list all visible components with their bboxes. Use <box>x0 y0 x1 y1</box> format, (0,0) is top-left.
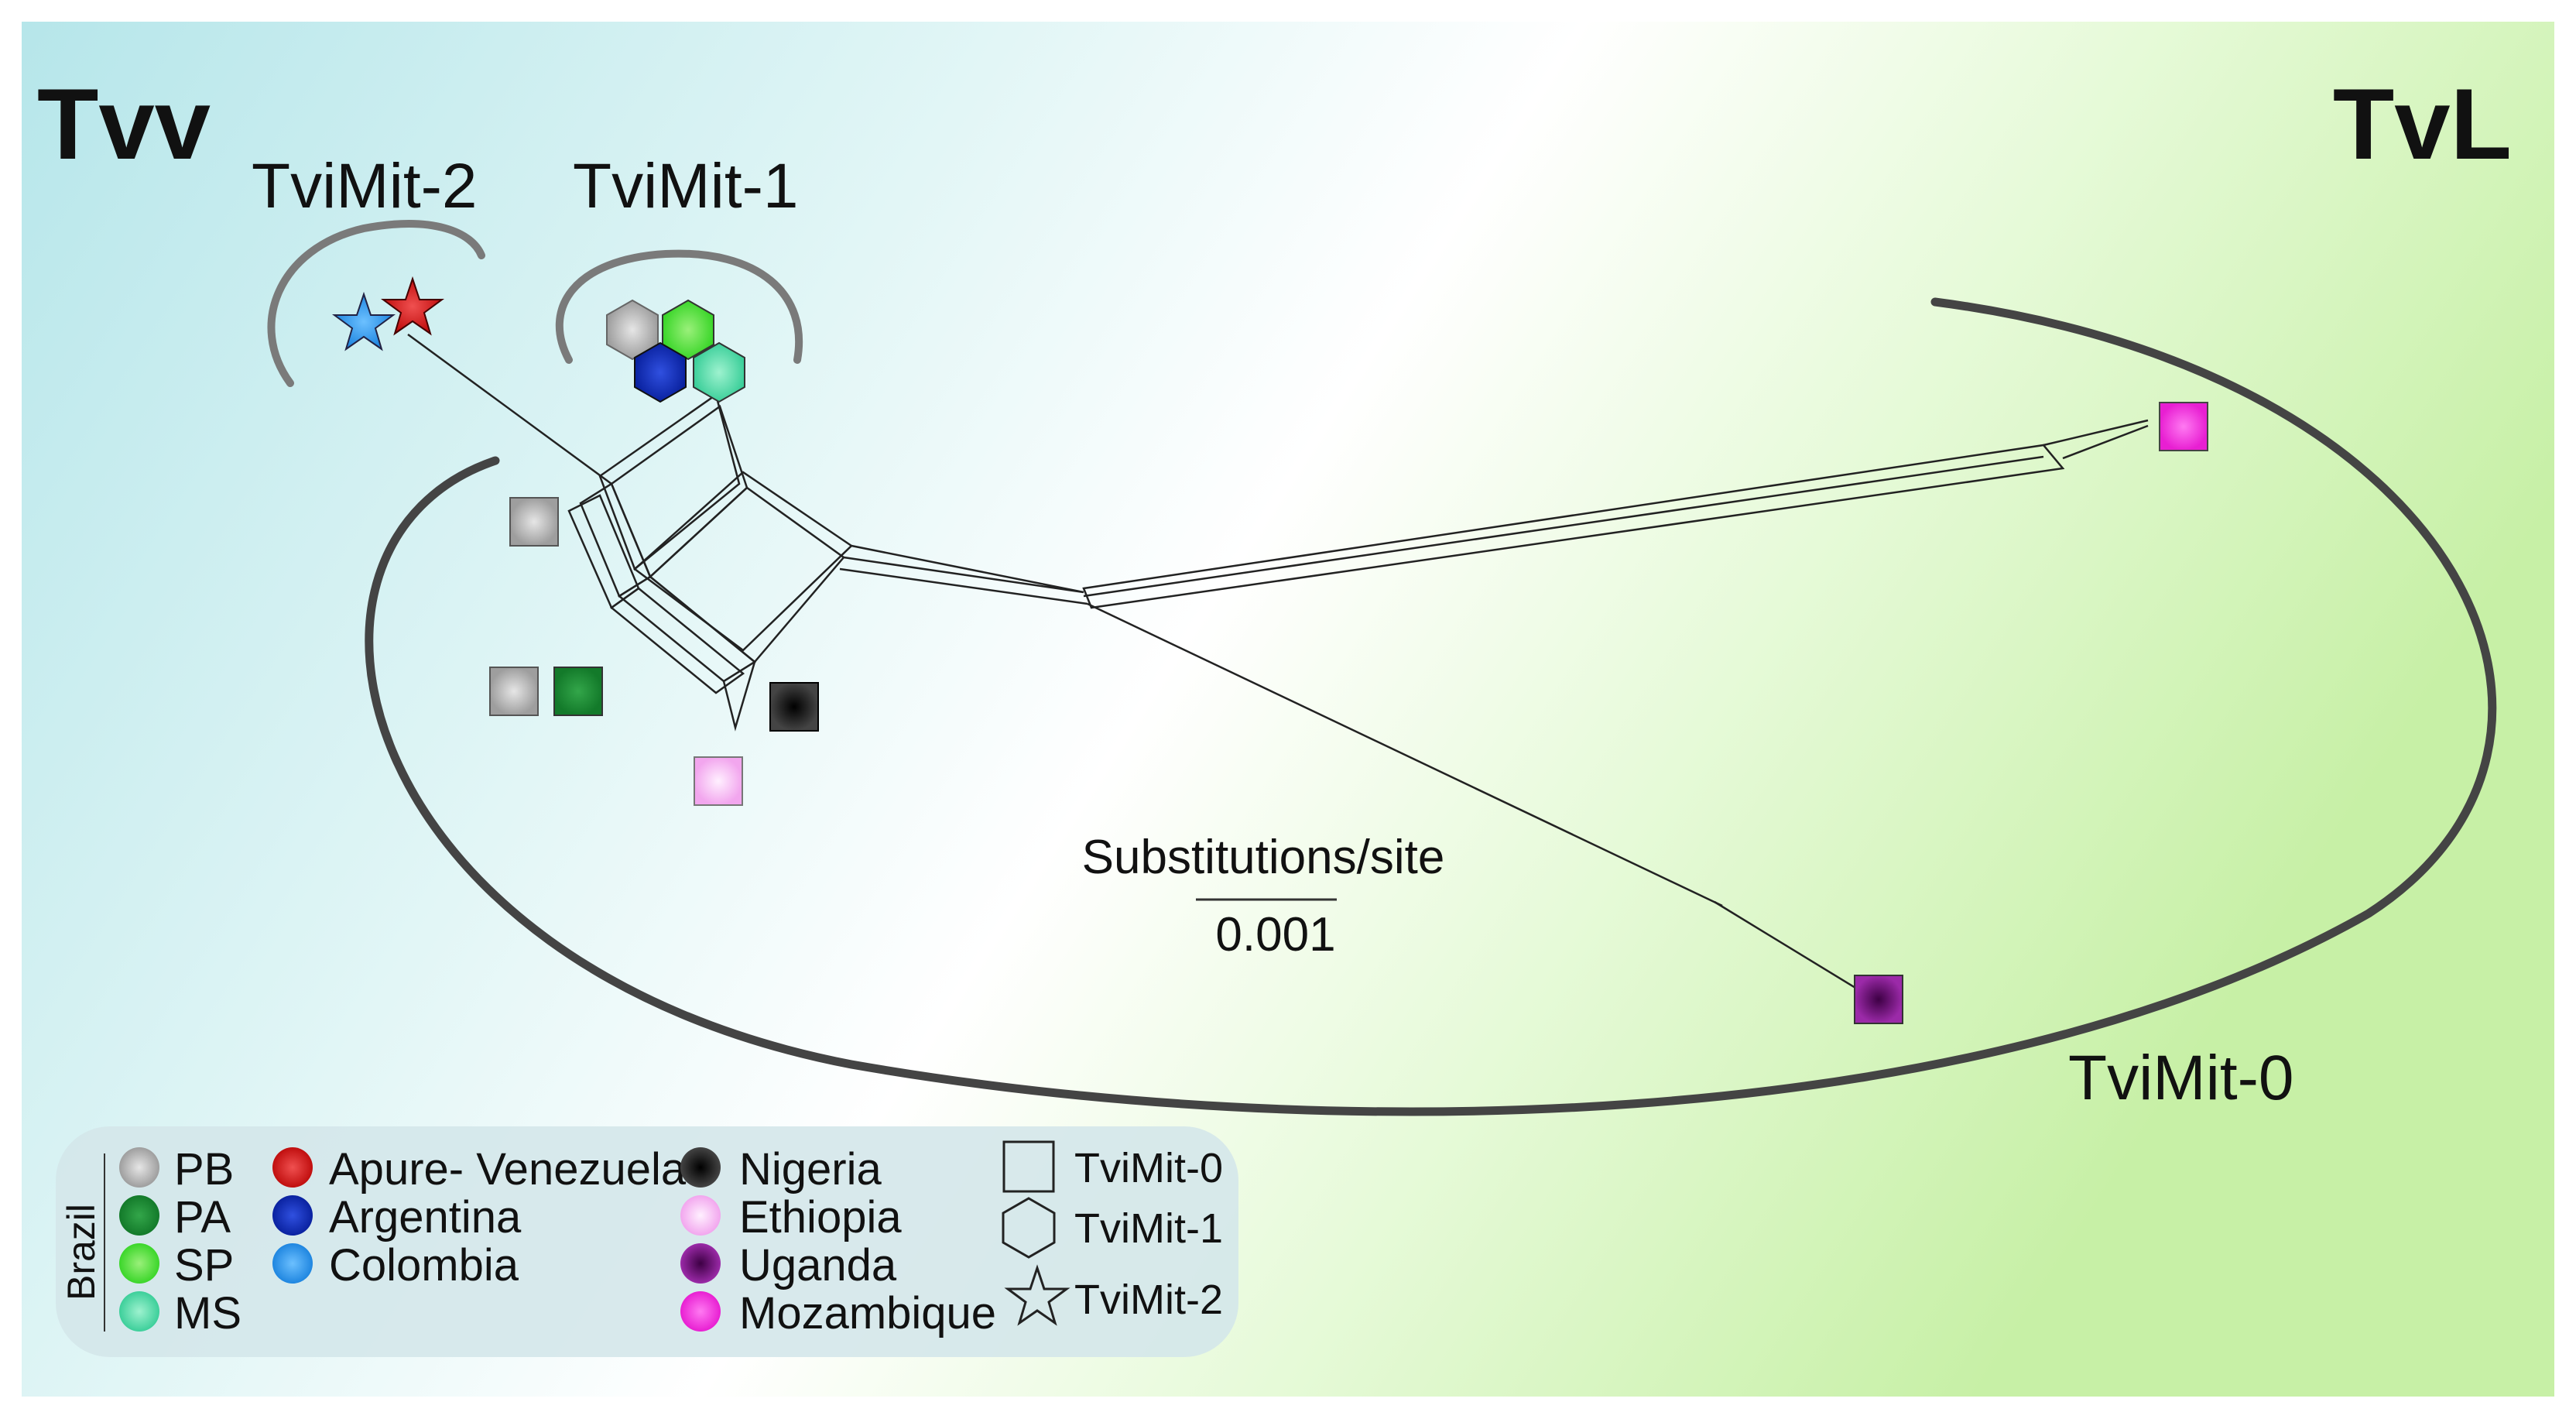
apure-legend-label: Apure- Venezuela <box>329 1144 687 1194</box>
sp-legend-label: SP <box>174 1240 234 1290</box>
sp-hexagon-node <box>662 299 714 361</box>
tvimit2-label: TviMit-2 <box>252 151 478 221</box>
uganda-square-node <box>1854 975 1903 1024</box>
tvimit0-label: TviMit-0 <box>2068 1043 2294 1113</box>
nigeria-square-node <box>769 682 819 732</box>
argentina-legend-dot <box>272 1195 313 1236</box>
apure-legend-dot <box>272 1147 313 1188</box>
uganda-legend-label: Uganda <box>739 1240 897 1290</box>
ethiopia-legend-label: Ethiopia <box>739 1192 902 1242</box>
nigeria-legend-label: Nigeria <box>739 1144 882 1194</box>
pb-legend-label: PB <box>174 1144 234 1194</box>
tvimit1-cluster-outline <box>555 249 803 364</box>
star-shape-icon <box>1004 1264 1070 1326</box>
ms-hexagon-node <box>693 341 745 403</box>
legend: Brazil PB PA SP MS Apure- Venezuela Arge… <box>56 1126 1238 1357</box>
ms-legend-label: MS <box>174 1288 242 1338</box>
mozambique-legend-dot <box>680 1291 721 1332</box>
colombia-legend-dot <box>272 1243 313 1284</box>
mozambique-legend-label: Mozambique <box>739 1288 996 1338</box>
colombia-legend-label: Colombia <box>329 1240 519 1290</box>
tvimit2-cluster-outline <box>267 220 485 387</box>
pb-legend-dot <box>119 1147 159 1188</box>
colombia-star-node <box>331 291 396 351</box>
network-edges <box>407 333 2149 1000</box>
ethiopia-square-node <box>694 756 743 806</box>
square-shape-icon <box>1002 1140 1055 1193</box>
hexagon-shape-icon <box>1002 1197 1056 1259</box>
tvimit2-legend-label: TviMit-2 <box>1074 1277 1223 1323</box>
pa-legend-dot <box>119 1195 159 1236</box>
argentina-legend-label: Argentina <box>329 1192 522 1242</box>
mozambique-square-node <box>2159 402 2208 451</box>
pa-square-node <box>553 667 603 716</box>
tvimit1-label: TviMit-1 <box>573 151 799 221</box>
brazil-label: Brazil <box>60 1204 103 1301</box>
tvimit1-legend-label: TviMit-1 <box>1074 1205 1223 1252</box>
nigeria-legend-dot <box>680 1147 721 1188</box>
scale-bar-value: 0.001 <box>1215 908 1335 961</box>
ethiopia-legend-dot <box>680 1195 721 1236</box>
pb-hexagon-node <box>606 299 659 361</box>
tvimit0-cluster-outline <box>365 297 2497 1116</box>
scale-bar-title: Substitutions/site <box>1082 831 1445 884</box>
sp-legend-dot <box>119 1243 159 1284</box>
tvimit0-legend-label: TviMit-0 <box>1074 1145 1223 1191</box>
apure-star-node <box>380 276 445 336</box>
tvv-label: Tvv <box>37 67 211 180</box>
legend-background <box>56 1126 1238 1357</box>
pa-legend-label: PA <box>174 1192 231 1242</box>
pb-square-node <box>509 497 559 547</box>
tvl-label: TvL <box>2333 67 2512 180</box>
uganda-legend-dot <box>680 1243 721 1284</box>
pb-square-node-2 <box>489 667 539 716</box>
argentina-hexagon-node <box>634 341 687 403</box>
ms-legend-dot <box>119 1291 159 1332</box>
